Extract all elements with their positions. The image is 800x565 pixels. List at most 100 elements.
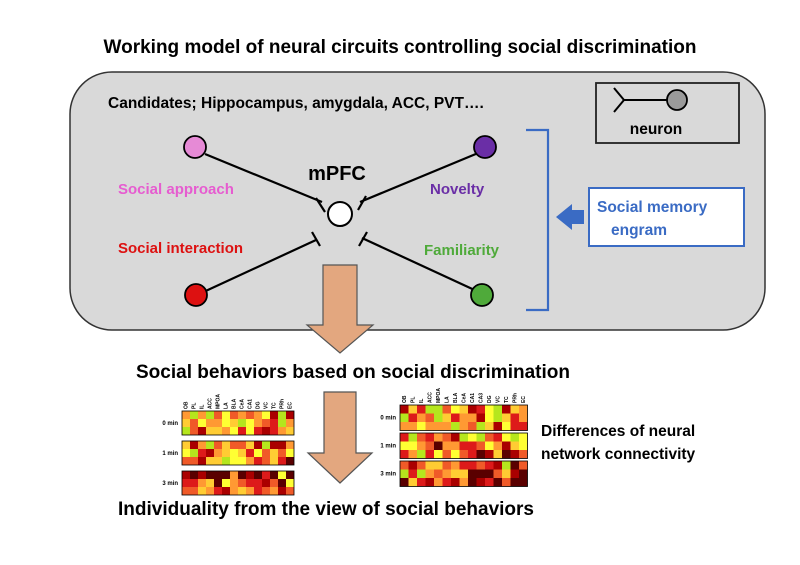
heatmap-cell	[502, 405, 511, 414]
heatmap-cell	[246, 411, 254, 419]
heatmap-cell	[425, 469, 434, 478]
heatmap-cell	[206, 441, 214, 449]
heatmap-cell	[519, 441, 528, 450]
heatmap-cell	[270, 419, 278, 427]
heatmap-block-border	[399, 404, 528, 431]
heatmap-cell	[254, 411, 262, 419]
heatmap-cell	[198, 487, 206, 495]
heatmap-cell	[425, 413, 434, 422]
heatmap-cell	[459, 461, 468, 470]
social-approach-label: Social approach	[118, 181, 234, 198]
heatmap-region-label: TC	[504, 396, 510, 403]
heatmap-cell	[459, 433, 468, 442]
heatmap-cell	[190, 471, 198, 479]
heatmap-time-label: 1 min	[380, 444, 396, 450]
heatmap-cell	[270, 427, 278, 435]
heatmap-region-label: MPOA	[216, 394, 222, 409]
differences-label-line1: Differences of neural	[541, 423, 695, 440]
heatmap-cell	[519, 405, 528, 414]
heatmap-cell	[442, 405, 451, 414]
heatmap-cell	[459, 413, 468, 422]
heatmap-cell	[198, 449, 206, 457]
heatmap-cell	[510, 461, 519, 470]
heatmap-cell	[262, 487, 270, 495]
heatmap-cell	[262, 419, 270, 427]
mpfc-neuron	[327, 201, 353, 227]
heatmap-cell	[459, 405, 468, 414]
heatmap-cell	[262, 411, 270, 419]
heatmap-cell	[262, 427, 270, 435]
synapse-bars	[311, 195, 368, 247]
heatmap-cell	[246, 449, 254, 457]
heatmap-region-label: PRh	[512, 393, 518, 403]
heatmap-cell	[434, 441, 443, 450]
heatmap-cell	[190, 427, 198, 435]
heatmap-cell	[451, 450, 460, 459]
heatmap-region-label: OB	[184, 401, 190, 409]
heatmap-cell	[214, 457, 222, 465]
heatmap-cell	[270, 449, 278, 457]
heatmap-cell	[434, 422, 443, 431]
heatmap-cell	[476, 405, 485, 414]
heatmap-cell	[442, 478, 451, 487]
heatmap-cell	[485, 469, 494, 478]
heatmap-cell	[198, 441, 206, 449]
heatmap-cell	[214, 487, 222, 495]
heatmap-cell	[214, 479, 222, 487]
heatmap-cell	[459, 469, 468, 478]
heatmap-cell	[425, 478, 434, 487]
heatmap-cell	[214, 427, 222, 435]
heatmap-cell	[476, 433, 485, 442]
heatmap-region-label: VC	[495, 396, 501, 403]
heatmap-cell	[408, 461, 417, 470]
heatmap-cell	[408, 405, 417, 414]
heatmap-cell	[451, 422, 460, 431]
novelty-label: Novelty	[430, 181, 485, 198]
heatmap-cell	[222, 449, 230, 457]
heatmap-cell	[451, 433, 460, 442]
heatmap-cell	[190, 441, 198, 449]
engram-label-line2: engram	[611, 222, 667, 239]
heatmap-cell	[286, 449, 294, 457]
heatmap-region-label: PRh	[280, 399, 286, 409]
heatmap-cell	[254, 487, 262, 495]
heatmap-region-label: PL	[410, 397, 416, 403]
heatmap-cell	[206, 457, 214, 465]
heatmap-cell	[182, 419, 190, 427]
heatmap-cell	[238, 487, 246, 495]
heatmap-cell	[519, 469, 528, 478]
heatmap-cell	[442, 433, 451, 442]
heatmap-cell	[468, 469, 477, 478]
heatmap-cell	[476, 422, 485, 431]
heatmap-region-label: EC	[521, 396, 527, 403]
heatmap-cell	[400, 461, 409, 470]
heatmap-cell	[408, 441, 417, 450]
heatmap-cell	[238, 427, 246, 435]
heatmap-cell	[270, 411, 278, 419]
heatmap-cell	[238, 441, 246, 449]
heatmap-cell	[206, 419, 214, 427]
heatmap-cell	[254, 479, 262, 487]
heatmap-cell	[214, 419, 222, 427]
individuality-label: Individuality from the view of social be…	[118, 499, 534, 520]
heatmap-cell	[270, 487, 278, 495]
heatmap-cell	[278, 479, 286, 487]
heatmap-cell	[468, 450, 477, 459]
heatmap-region-label: BLA	[232, 398, 238, 409]
heatmap-cell	[182, 471, 190, 479]
heatmap-cell	[400, 405, 409, 414]
familiarity-neuron	[470, 283, 494, 307]
heatmap-cell	[286, 427, 294, 435]
heatmap-cell	[190, 411, 198, 419]
heatmap-cell	[434, 461, 443, 470]
engram-label-line1: Social memory	[597, 199, 708, 216]
heatmap-cell	[476, 450, 485, 459]
heatmap-cell	[400, 433, 409, 442]
differences-label-line2: network connectivity	[541, 446, 696, 463]
heatmap-cell	[408, 413, 417, 422]
heatmap-cell	[262, 479, 270, 487]
heatmap-cell	[502, 433, 511, 442]
heatmap-cell	[485, 441, 494, 450]
heatmap-cell	[468, 405, 477, 414]
